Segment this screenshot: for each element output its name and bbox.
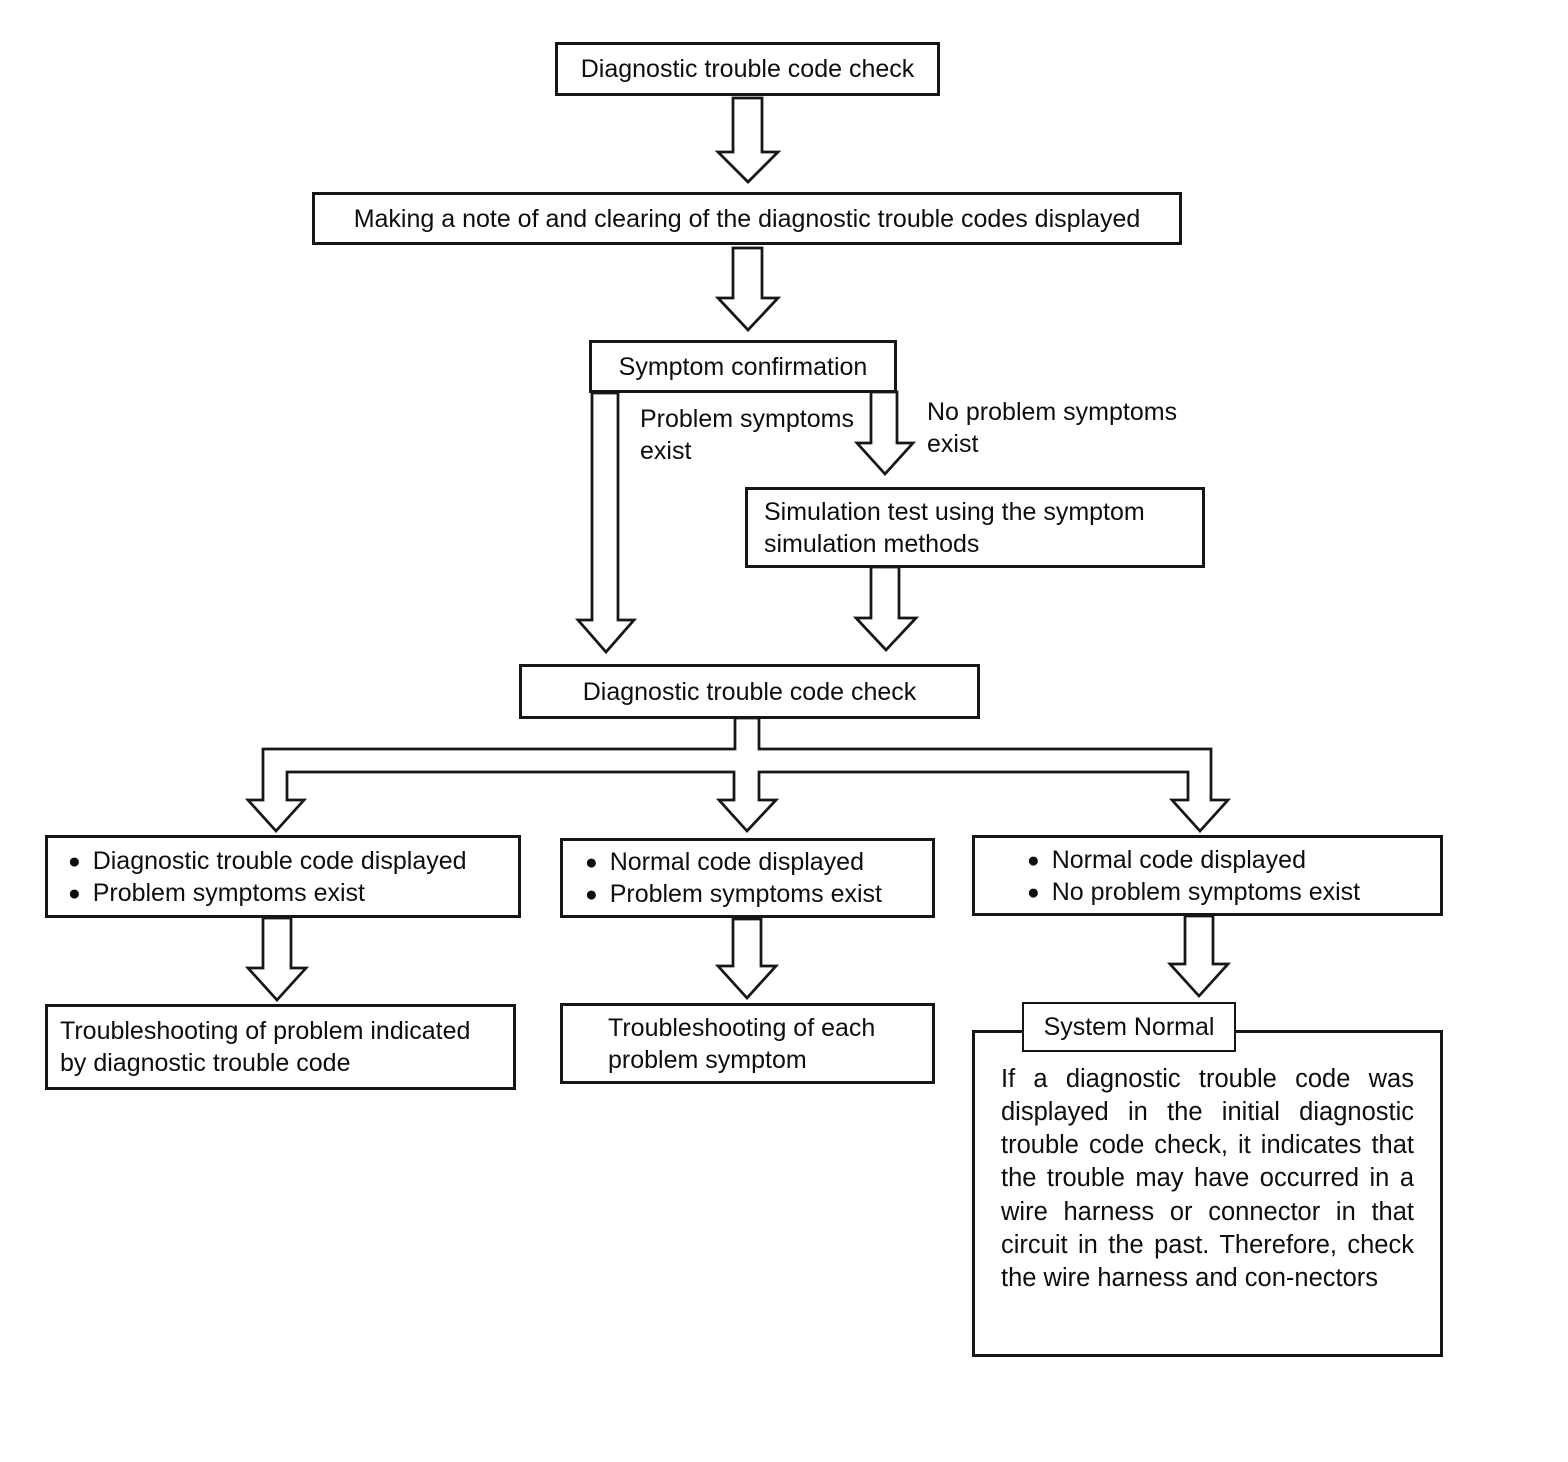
bullet-icon: ● <box>68 849 81 873</box>
bullet-text: Problem symptoms exist <box>609 880 882 908</box>
branch-connector-icon <box>244 716 1232 834</box>
node-simulation-test: Simulation test using the symptom simula… <box>745 487 1205 568</box>
node-outcome-code-displayed: ● Diagnostic trouble code displayed ● Pr… <box>45 835 521 918</box>
bullet-icon: ● <box>68 881 81 905</box>
system-normal-description: If a diagnostic trouble code was display… <box>1001 1065 1414 1292</box>
down-arrow-icon <box>853 390 917 477</box>
bullet-text: Normal code displayed <box>609 848 864 876</box>
branch-label-problem-symptoms-exist: Problem symptoms exist <box>640 405 854 465</box>
down-arrow-icon <box>714 96 782 184</box>
node-label: Diagnostic trouble code check <box>580 55 915 83</box>
down-arrow-icon <box>1166 914 1232 999</box>
bullet-item: ● Normal code displayed <box>1027 844 1440 876</box>
down-arrow-icon <box>714 246 782 333</box>
node-label: Simulation test using the symptom simula… <box>764 497 1145 558</box>
bullet-item: ● No problem symptoms exist <box>1027 876 1440 908</box>
bullet-icon: ● <box>1027 880 1040 904</box>
node-outcome-normal-code-symptoms: ● Normal code displayed ● Problem sympto… <box>560 838 935 918</box>
bullet-icon: ● <box>1027 848 1040 872</box>
node-outcome-normal-code-no-symptoms: ● Normal code displayed ● No problem sym… <box>972 835 1443 916</box>
bullet-text: No problem symptoms exist <box>1051 877 1361 906</box>
node-system-normal-panel: If a diagnostic trouble code was display… <box>972 1030 1443 1357</box>
bullet-item: ● Normal code displayed <box>585 846 932 878</box>
bullet-item: ● Problem symptoms exist <box>585 878 932 910</box>
bullet-item: ● Problem symptoms exist <box>68 877 518 909</box>
node-note-and-clear-codes: Making a note of and clearing of the dia… <box>312 192 1182 245</box>
branch-label-no-problem-symptoms-exist: No problem symptoms exist <box>927 398 1178 458</box>
node-label: Symptom confirmation <box>618 352 868 381</box>
node-label: System Normal <box>1043 1013 1215 1041</box>
node-troubleshoot-each-symptom: Troubleshooting of each problem symptom <box>560 1003 935 1084</box>
node-label: Diagnostic trouble code check <box>582 677 917 706</box>
down-arrow-icon <box>852 565 920 653</box>
bullet-item: ● Diagnostic trouble code displayed <box>68 845 518 877</box>
bullet-text: Problem symptoms exist <box>92 878 365 907</box>
node-symptom-confirmation: Symptom confirmation <box>589 340 897 393</box>
bullet-icon: ● <box>585 851 598 874</box>
node-dtc-check-initial: Diagnostic trouble code check <box>555 42 940 96</box>
node-troubleshoot-by-code: Troubleshooting of problem indicated by … <box>45 1004 516 1090</box>
node-label: Troubleshooting of each problem symptom <box>608 1013 876 1074</box>
bullet-text: Normal code displayed <box>1051 845 1306 874</box>
bullet-text: Diagnostic trouble code displayed <box>92 846 467 875</box>
node-system-normal: System Normal <box>1022 1002 1236 1052</box>
node-label: Making a note of and clearing of the dia… <box>353 204 1141 233</box>
down-arrow-icon <box>714 917 780 1001</box>
bullet-icon: ● <box>585 883 598 906</box>
down-arrow-icon <box>244 916 310 1003</box>
node-dtc-check-second: Diagnostic trouble code check <box>519 664 980 719</box>
node-label: Troubleshooting of problem indicated by … <box>60 1017 471 1077</box>
down-arrow-long-icon <box>574 391 638 655</box>
